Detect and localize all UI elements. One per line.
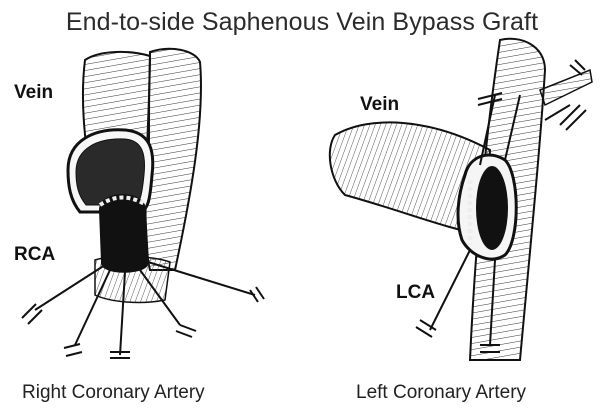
lca-label: LCA bbox=[396, 282, 435, 304]
vein-label-right: Vein bbox=[360, 94, 399, 116]
caption-right-coronary-artery: Right Coronary Artery bbox=[22, 382, 205, 404]
vein-label-left: Vein bbox=[14, 82, 53, 104]
lca-anastomosis bbox=[458, 155, 516, 259]
rca-label: RCA bbox=[14, 244, 55, 266]
caption-left-coronary-artery: Left Coronary Artery bbox=[356, 382, 526, 404]
rca-anastomosis bbox=[68, 130, 153, 272]
